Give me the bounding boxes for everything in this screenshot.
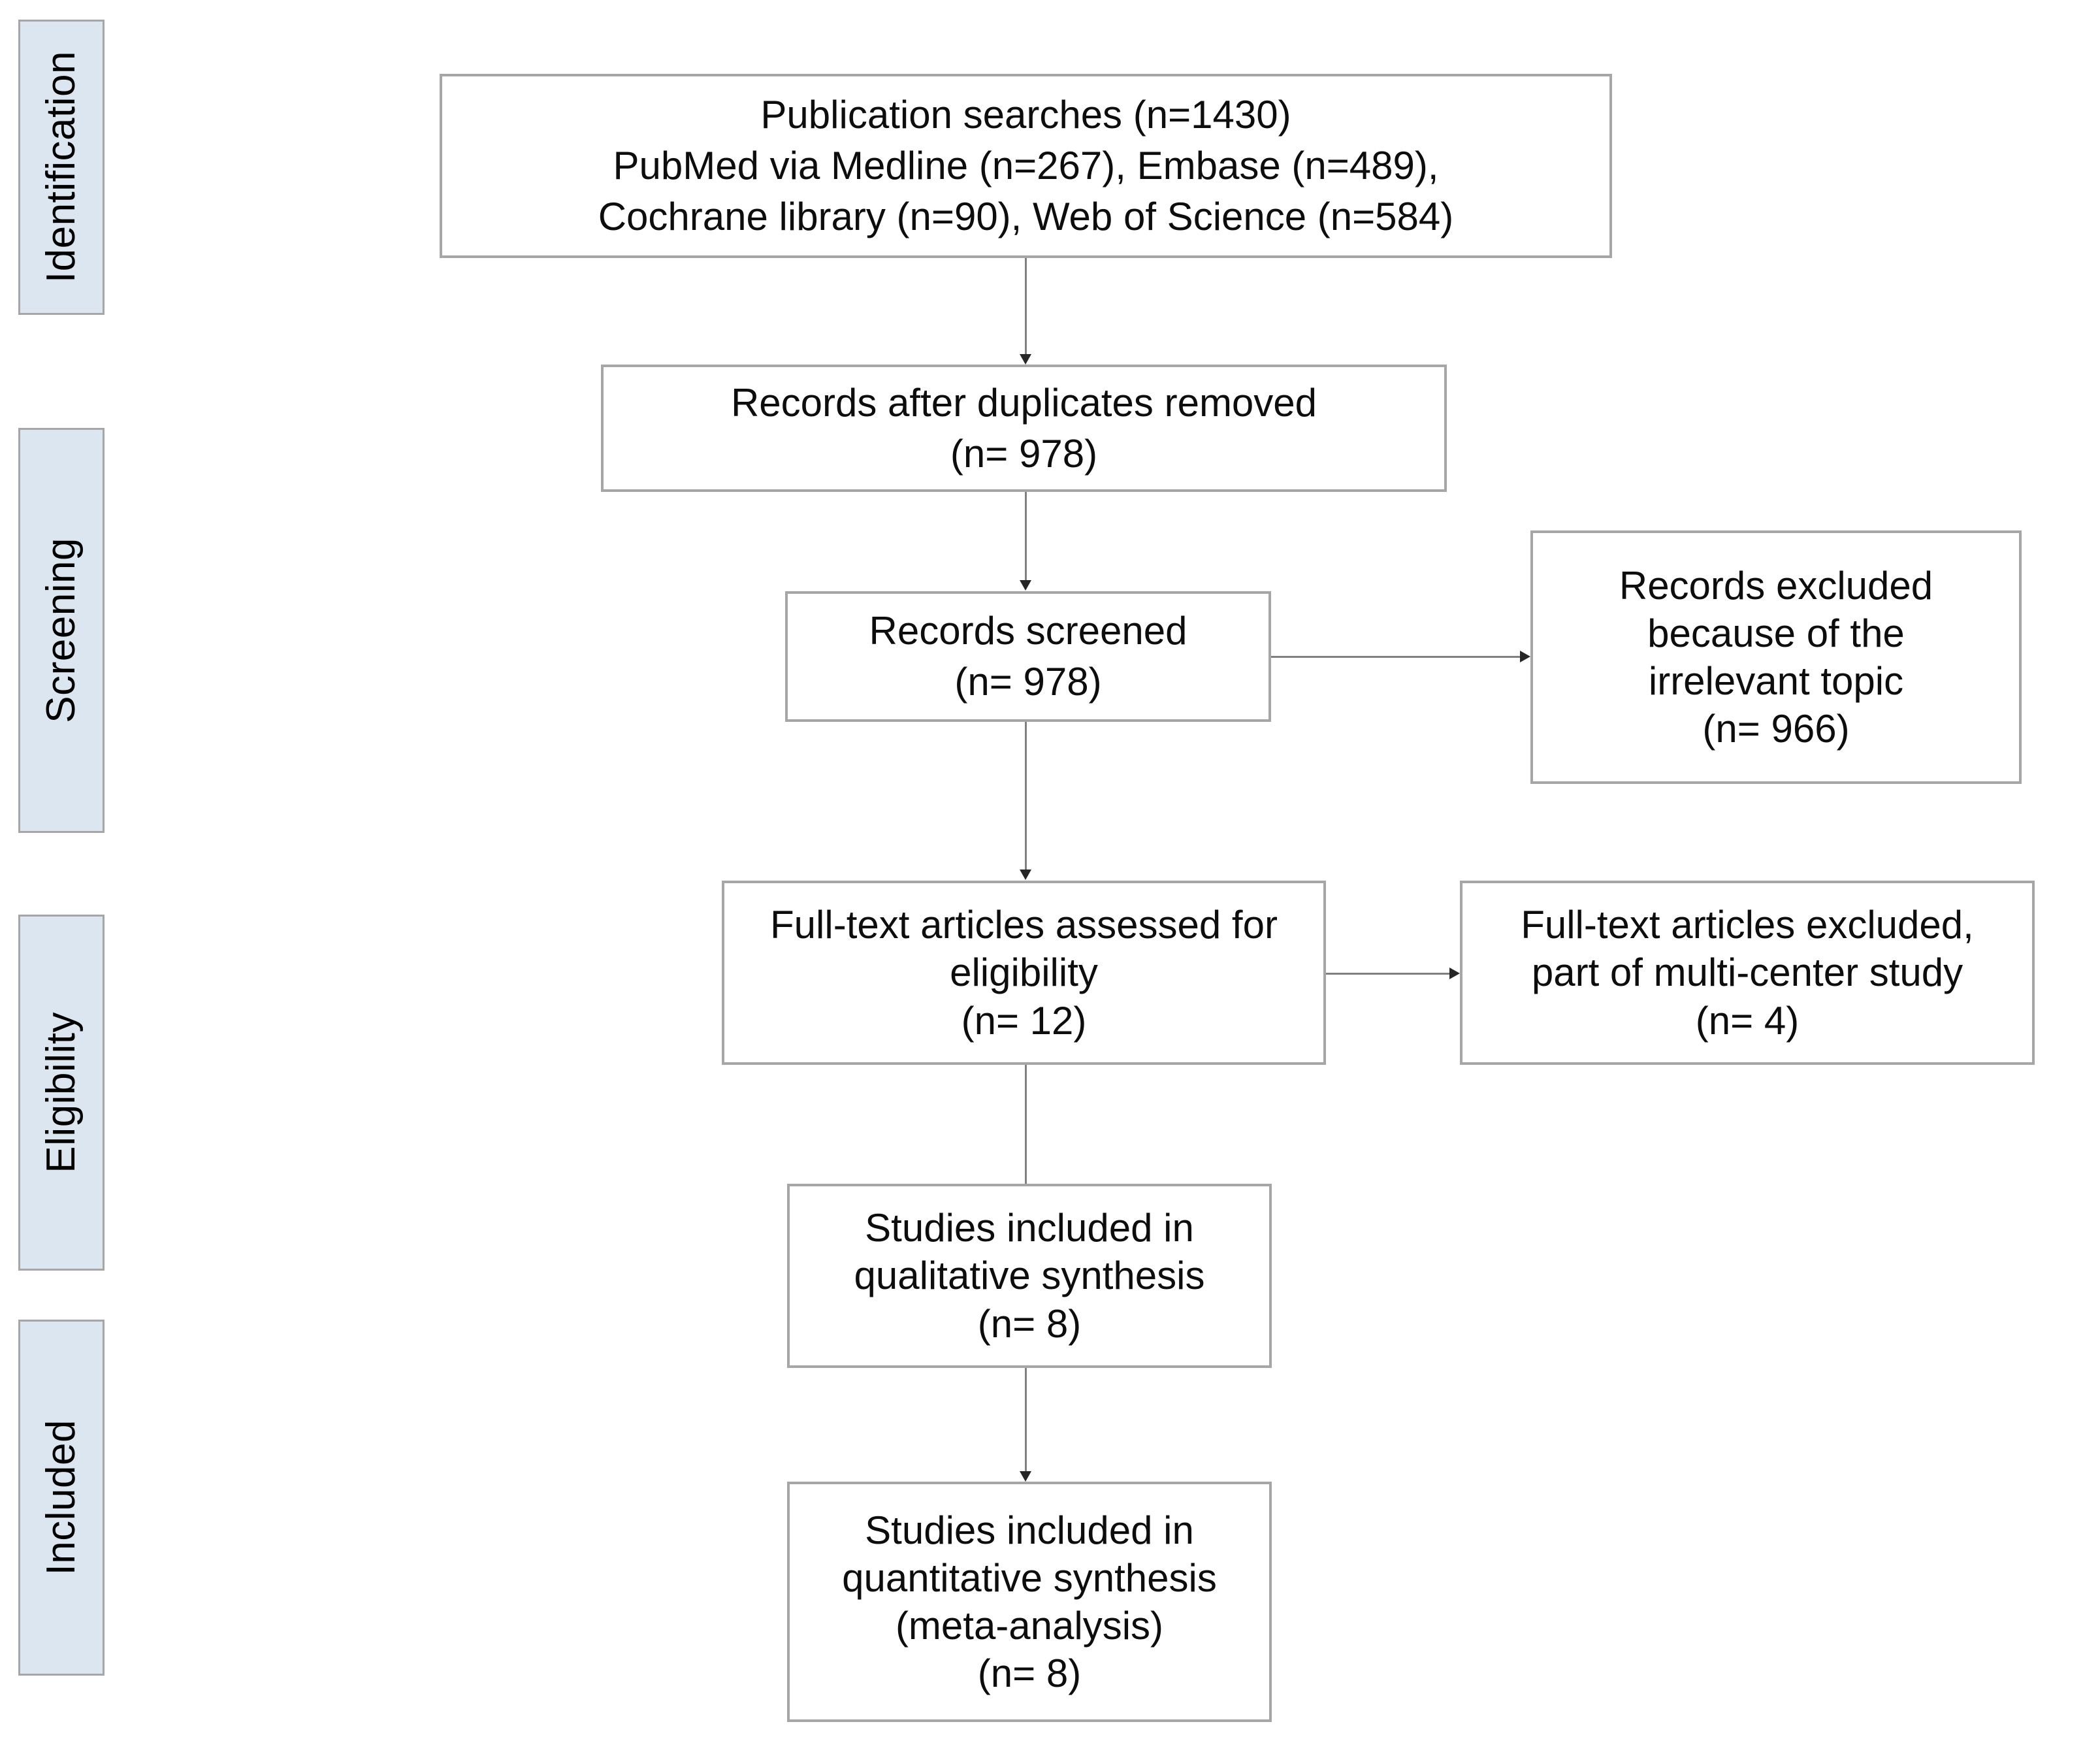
node-fulltext-assessed: Full-text articles assessed for eligibil… xyxy=(722,881,1326,1065)
arrowhead-screened-to-excluded xyxy=(1520,651,1530,662)
stage-label-screening: Screening xyxy=(18,428,105,833)
connector-qualitative-to-quantitative xyxy=(1025,1368,1027,1472)
node-records-excluded-line3: irrelevant topic xyxy=(1648,659,1904,703)
node-duplicates-removed-line1: Records after duplicates removed xyxy=(730,380,1317,425)
node-quantitative-synthesis: Studies included in quantitative synthes… xyxy=(787,1482,1272,1722)
connector-fulltext-to-qualitative xyxy=(1025,1065,1027,1194)
stage-label-eligibility-text: Eligibility xyxy=(39,1012,84,1173)
node-qualitative-synthesis-line3: (n= 8) xyxy=(977,1301,1082,1346)
node-quantitative-synthesis-line4: (n= 8) xyxy=(977,1651,1082,1696)
node-publication-searches-line3: Cochrane library (n=90), Web of Science … xyxy=(598,195,1454,238)
arrowhead-searches-to-duplicates xyxy=(1020,354,1031,365)
node-records-excluded-line1: Records excluded xyxy=(1619,563,1933,608)
arrowhead-qualitative-to-quantitative xyxy=(1020,1471,1031,1482)
node-records-excluded: Records excluded because of the irreleva… xyxy=(1530,530,2022,784)
stage-label-included: Included xyxy=(18,1320,105,1676)
stage-label-identification-text: Identification xyxy=(39,51,84,284)
node-qualitative-synthesis: Studies included in qualitative synthesi… xyxy=(787,1184,1272,1368)
stage-label-eligibility: Eligibility xyxy=(18,915,105,1271)
node-publication-searches-line2: PubMed via Medline (n=267), Embase (n=48… xyxy=(613,144,1439,187)
arrowhead-screened-to-fulltext xyxy=(1020,870,1031,880)
connector-screened-to-fulltext xyxy=(1025,722,1027,871)
stage-label-screening-text: Screening xyxy=(39,538,84,723)
stage-label-included-text: Included xyxy=(39,1420,84,1576)
node-fulltext-excluded-line1: Full-text articles excluded, xyxy=(1521,903,1974,947)
stage-label-identification: Identification xyxy=(18,20,105,315)
node-fulltext-excluded: Full-text articles excluded, part of mul… xyxy=(1460,881,2035,1065)
node-records-excluded-line4: (n= 966) xyxy=(1702,707,1850,751)
arrowhead-duplicates-to-screened xyxy=(1020,580,1031,591)
node-duplicates-removed-line2: (n= 978) xyxy=(950,431,1098,476)
connector-duplicates-to-screened xyxy=(1025,492,1027,581)
node-fulltext-excluded-line2: part of multi-center study xyxy=(1531,951,1963,995)
node-quantitative-synthesis-line2: quantitative synthesis xyxy=(842,1555,1217,1600)
node-publication-searches: Publication searches (n=1430) PubMed via… xyxy=(440,74,1612,258)
node-fulltext-assessed-line3: (n= 12) xyxy=(961,998,1087,1043)
node-fulltext-assessed-line1: Full-text articles assessed for xyxy=(770,903,1278,947)
node-fulltext-assessed-line2: eligibility xyxy=(950,951,1098,995)
connector-searches-to-duplicates xyxy=(1025,258,1027,355)
node-duplicates-removed: Records after duplicates removed (n= 978… xyxy=(601,365,1447,492)
connector-fulltext-to-excluded xyxy=(1326,973,1450,975)
node-fulltext-excluded-line3: (n= 4) xyxy=(1695,998,1800,1043)
node-records-excluded-line2: because of the xyxy=(1647,611,1905,655)
node-qualitative-synthesis-line2: qualitative synthesis xyxy=(854,1254,1205,1298)
node-publication-searches-line1: Publication searches (n=1430) xyxy=(760,93,1291,137)
node-records-screened-line1: Records screened xyxy=(869,609,1187,653)
arrowhead-fulltext-to-excluded xyxy=(1449,967,1460,979)
node-records-screened-line2: (n= 978) xyxy=(954,660,1102,704)
node-records-screened: Records screened (n= 978) xyxy=(785,591,1271,722)
node-qualitative-synthesis-line1: Studies included in xyxy=(865,1206,1194,1250)
node-quantitative-synthesis-line3: (meta-analysis) xyxy=(895,1604,1164,1648)
connector-screened-to-excluded xyxy=(1271,656,1521,658)
node-quantitative-synthesis-line1: Studies included in xyxy=(865,1508,1194,1552)
